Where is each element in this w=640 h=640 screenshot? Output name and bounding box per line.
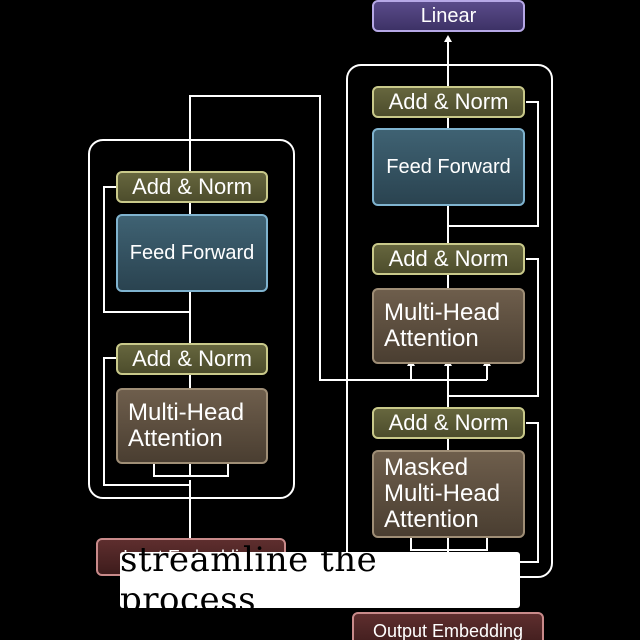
caption-text: streamline the process [120,540,378,620]
encoder-add-norm-top: Add & Norm [116,171,268,203]
encoder-frame [88,139,295,499]
encoder-attn-splits [153,464,229,477]
decoder-mha-label: Multi-Head Attention [384,299,501,352]
decoder-add-norm-middle-label: Add & Norm [388,246,509,271]
decoder-add-norm-middle: Add & Norm [372,243,525,275]
linear-label: Linear [420,4,477,27]
decoder-feed-forward: Feed Forward [372,128,525,206]
decoder-multi-head-attention: Multi-Head Attention [372,288,525,364]
encoder-mha-label: Multi-Head Attention [128,399,245,452]
decoder-add-norm-bottom: Add & Norm [372,407,525,439]
decoder-residual-2 [448,258,539,397]
encoder-residual-1 [103,357,190,486]
encoder-add-norm-bottom: Add & Norm [116,343,268,375]
masked-mha-label: Masked Multi-Head Attention [384,454,501,533]
encoder-output-line [189,95,487,381]
output-embedding-label: Output Embedding [372,620,524,640]
video-caption: streamline the process [120,540,520,620]
decoder-cross-attn-arrows [410,364,488,380]
decoder-add-norm-top: Add & Norm [372,86,525,118]
encoder-multi-head-attention: Multi-Head Attention [116,388,268,464]
decoder-attn-splits [410,538,488,551]
encoder-feed-forward-label: Feed Forward [129,241,255,264]
encoder-add-norm-top-label: Add & Norm [132,174,252,199]
decoder-feed-forward-label: Feed Forward [386,155,511,178]
encoder-add-norm-bottom-label: Add & Norm [132,346,252,371]
decoder-add-norm-bottom-label: Add & Norm [388,410,509,435]
decoder-residual-3 [448,101,539,227]
decoder-output-embedding: Output Embedding [352,612,544,640]
decoder-add-norm-top-label: Add & Norm [388,89,509,114]
arrow-to-linear [444,35,452,42]
encoder-residual-2 [103,186,190,313]
encoder-feed-forward: Feed Forward [116,214,268,292]
decoder-linear: Linear [372,0,525,32]
decoder-masked-multi-head-attention: Masked Multi-Head Attention [372,450,525,538]
